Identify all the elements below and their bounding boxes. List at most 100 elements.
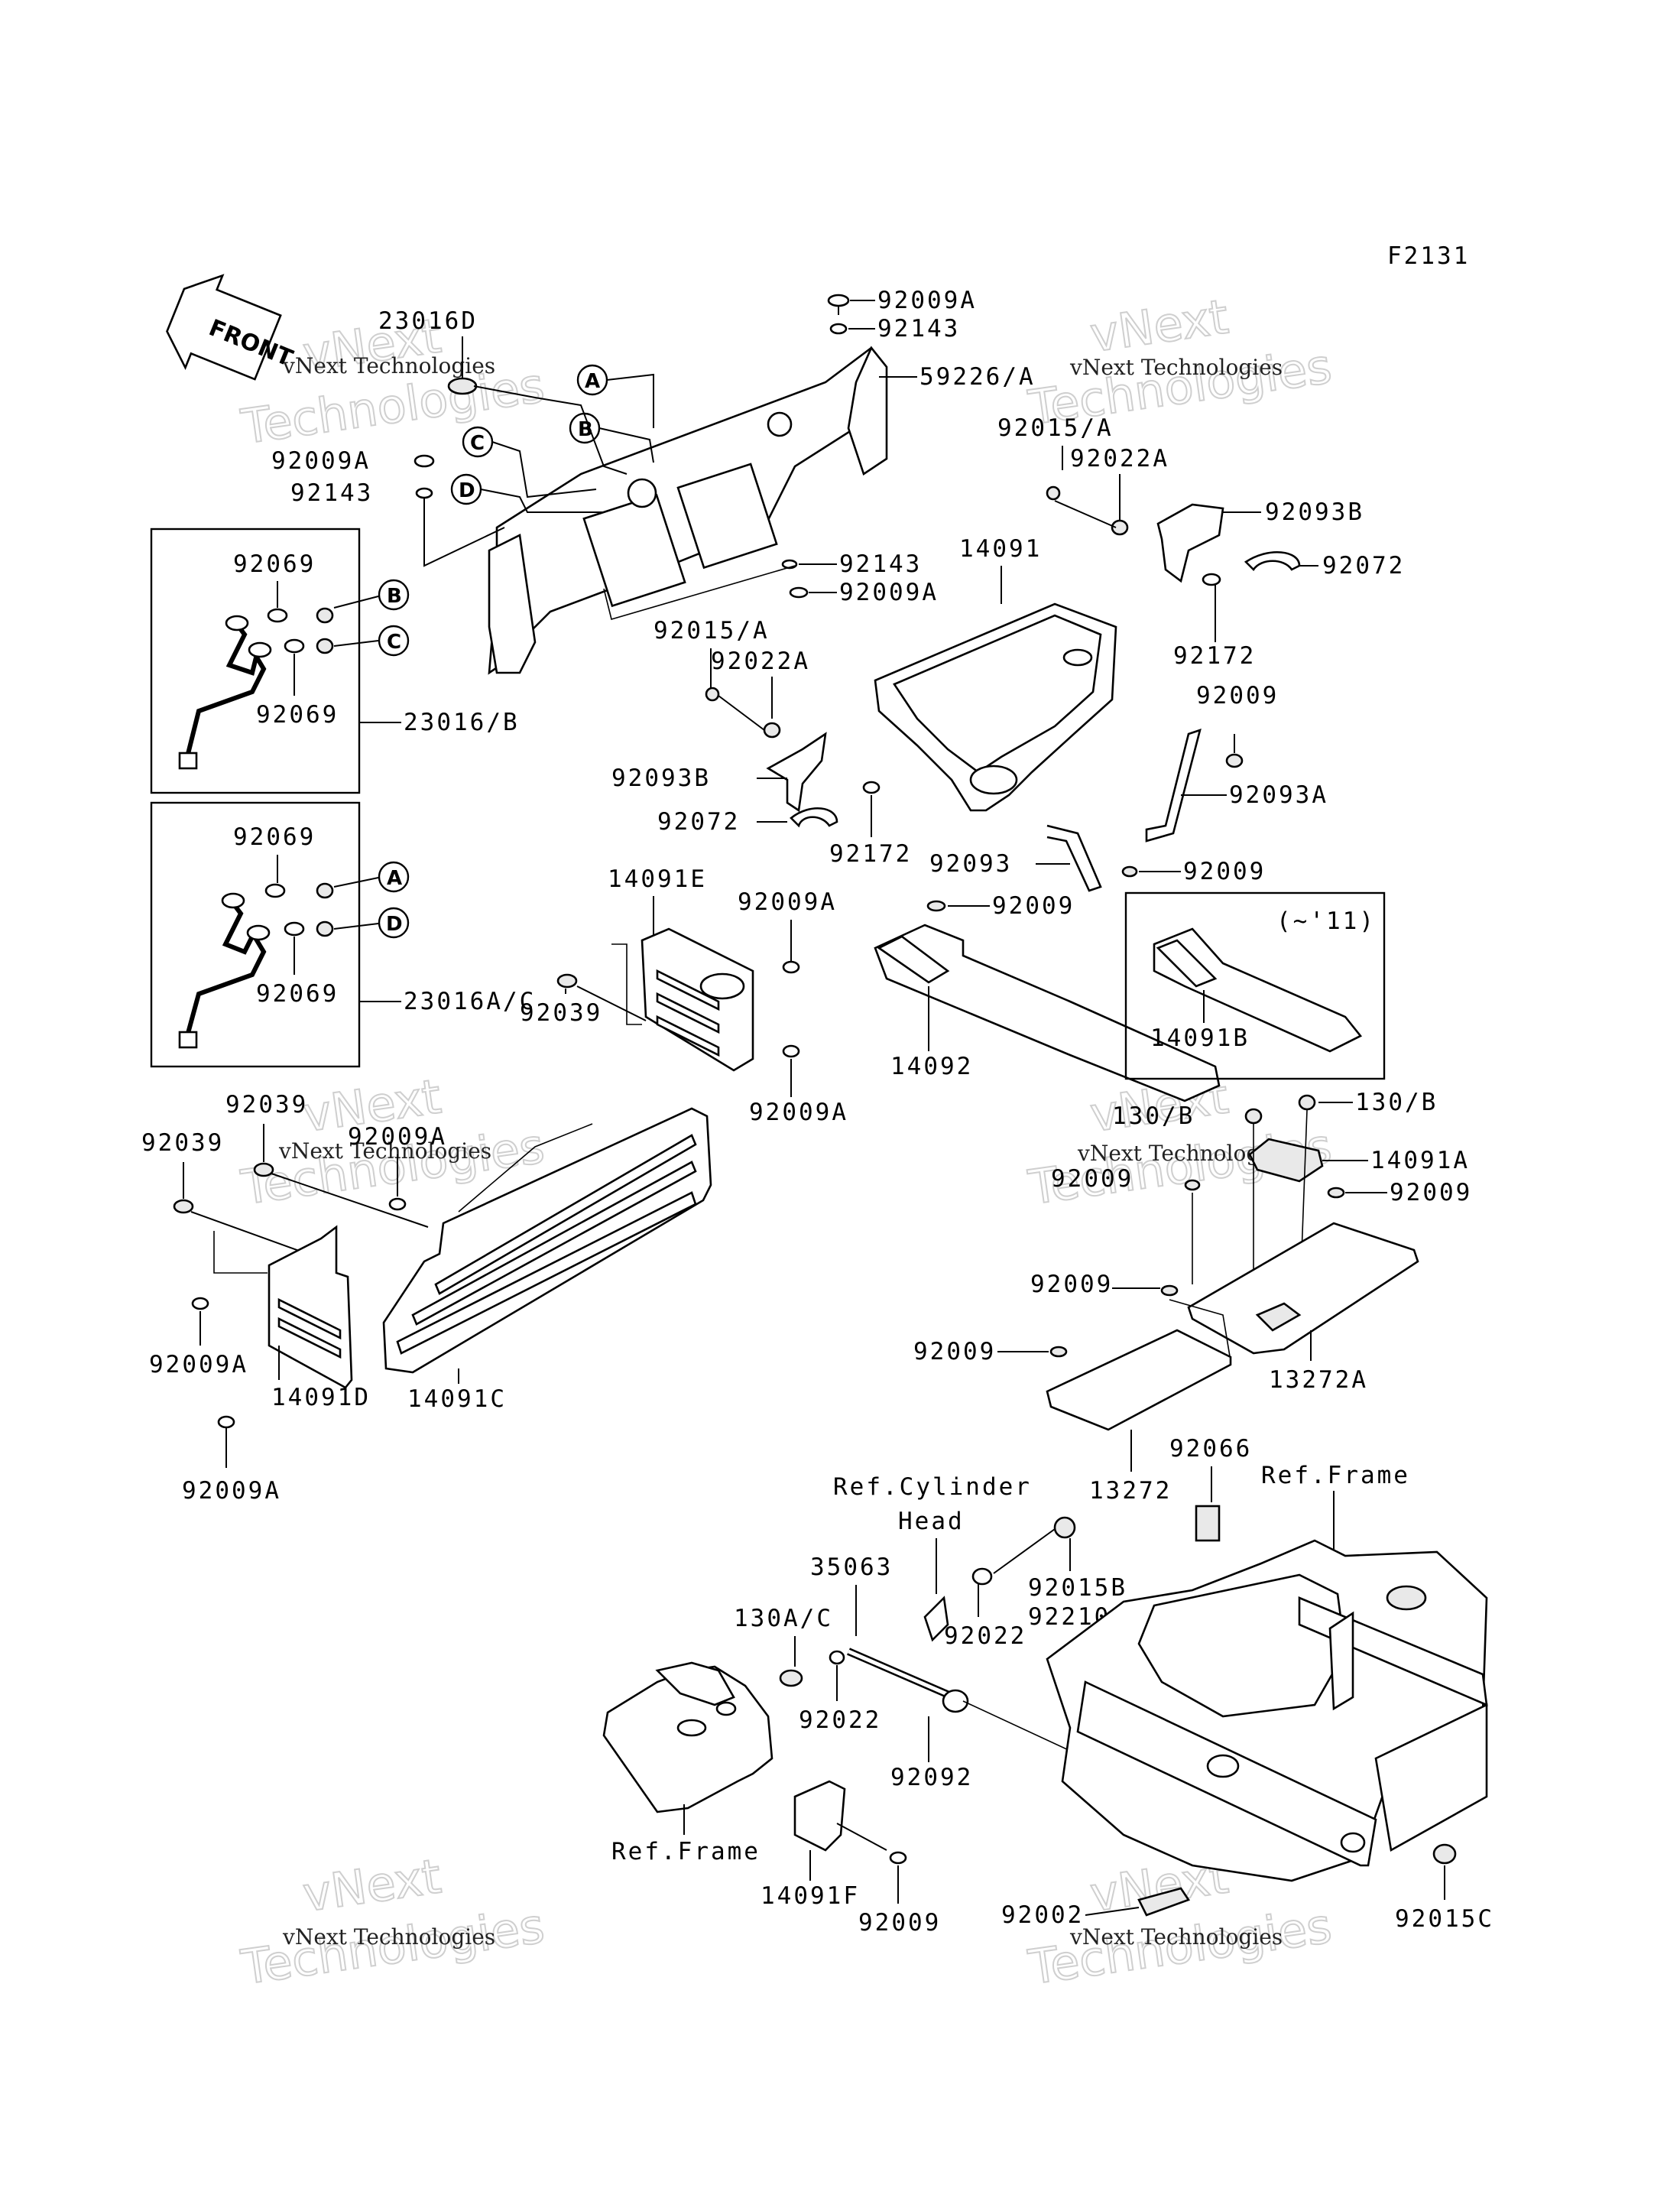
watermark-company: vNext Technologies bbox=[282, 1924, 495, 1950]
label-23016D: 23016D bbox=[378, 307, 478, 335]
harness-box-23016B bbox=[150, 528, 361, 794]
svg-text:A: A bbox=[387, 867, 402, 890]
label-ref-cylinder: Ref.Cylinder bbox=[833, 1473, 1032, 1501]
bolt-92002 bbox=[1137, 1887, 1190, 1917]
label-92072: 92072 bbox=[657, 808, 740, 836]
clamp-92072-mid bbox=[790, 807, 838, 828]
bolt-92172-right bbox=[1202, 573, 1221, 586]
label-14091C: 14091C bbox=[407, 1385, 507, 1413]
cap-92069 bbox=[267, 608, 288, 623]
bolt-92009 bbox=[1121, 865, 1138, 878]
connector-B bbox=[316, 607, 334, 624]
bolt-92009 bbox=[926, 900, 946, 912]
leader bbox=[718, 695, 765, 731]
svg-text:C: C bbox=[387, 631, 401, 654]
label-92172: 92172 bbox=[1173, 642, 1256, 670]
leader bbox=[603, 565, 796, 621]
label-59226A: 59226/A bbox=[919, 363, 1036, 391]
label-92072: 92072 bbox=[1322, 552, 1405, 580]
plate-13272 bbox=[1046, 1329, 1232, 1431]
label-14092: 14092 bbox=[890, 1053, 973, 1080]
tray-14092 bbox=[874, 924, 1221, 1102]
diagram-code: F2131 bbox=[1387, 242, 1470, 270]
washer-92143-left bbox=[415, 487, 433, 499]
leader bbox=[458, 1123, 593, 1213]
label-92009A: 92009A bbox=[749, 1099, 848, 1126]
label-92009A: 92009A bbox=[348, 1123, 447, 1151]
watermark-company: vNext Technologies bbox=[1069, 355, 1283, 380]
fastener-92009A bbox=[388, 1197, 407, 1211]
label-92009: 92009 bbox=[1030, 1271, 1113, 1298]
inset-label: (~'11) bbox=[1276, 907, 1376, 935]
label-92143: 92143 bbox=[839, 550, 922, 578]
label-92009: 92009 bbox=[1390, 1179, 1472, 1206]
callout-A-box2: A bbox=[333, 861, 410, 893]
fastener-92009A bbox=[782, 1044, 800, 1058]
bracket-92093B-right bbox=[1156, 503, 1224, 583]
bolt-130B bbox=[1298, 1094, 1316, 1111]
label-92009A: 92009A bbox=[738, 888, 837, 916]
callout-D-top: D bbox=[450, 473, 604, 513]
svg-text:D: D bbox=[386, 913, 403, 936]
bolt-92039 bbox=[556, 973, 578, 989]
stay-92093A bbox=[1145, 729, 1202, 843]
label-92022A: 92022A bbox=[1070, 445, 1169, 472]
label-23016B: 23016/B bbox=[404, 709, 520, 736]
label-14091F: 14091F bbox=[761, 1882, 860, 1910]
label-92039: 92039 bbox=[520, 999, 602, 1027]
label-92093: 92093 bbox=[929, 850, 1012, 878]
washer-92143-top bbox=[829, 323, 848, 335]
bushing-92092 bbox=[942, 1689, 969, 1713]
rod-35063 bbox=[847, 1596, 965, 1705]
label-ref-frame: Ref.Frame bbox=[611, 1838, 761, 1865]
nut-92015A bbox=[705, 687, 720, 702]
plate-14091E bbox=[641, 927, 754, 1072]
fastener-92009A-top bbox=[827, 294, 850, 315]
label-92092: 92092 bbox=[890, 1764, 973, 1791]
label-92143: 92143 bbox=[877, 315, 960, 343]
label-14091B: 14091B bbox=[1150, 1024, 1250, 1052]
label-92093B: 92093B bbox=[611, 765, 711, 792]
label-92039: 92039 bbox=[141, 1129, 224, 1157]
label-92009: 92009 bbox=[1183, 858, 1266, 885]
nut-92015B bbox=[1053, 1516, 1076, 1539]
label-92022A: 92022A bbox=[711, 648, 810, 675]
callout-B-box1: B bbox=[333, 579, 410, 611]
washer-92022A bbox=[1111, 519, 1129, 536]
callout-A-top: A bbox=[576, 364, 654, 428]
panel-14091D bbox=[268, 1225, 353, 1389]
cap-92069 bbox=[284, 638, 305, 654]
label-92069: 92069 bbox=[256, 701, 339, 729]
frame-assembly bbox=[1046, 1539, 1488, 1882]
label-92015B: 92015B bbox=[1028, 1574, 1127, 1602]
label-92009A: 92009A bbox=[877, 287, 977, 314]
connector-A bbox=[316, 882, 334, 899]
label-92069: 92069 bbox=[233, 823, 316, 851]
label-92015A: 92015/A bbox=[654, 617, 770, 644]
label-130AC: 130A/C bbox=[734, 1605, 833, 1632]
bolt-92009 bbox=[1184, 1179, 1201, 1191]
label-92009A: 92009A bbox=[839, 579, 939, 606]
stay-92093 bbox=[1046, 824, 1102, 892]
leader bbox=[993, 1528, 1056, 1574]
callout-D-box2: D bbox=[333, 907, 410, 939]
fastener-92009A-mid bbox=[789, 586, 809, 599]
bolt-92039 bbox=[173, 1199, 194, 1214]
label-92069: 92069 bbox=[256, 980, 339, 1008]
leader bbox=[423, 498, 505, 567]
leader bbox=[271, 1173, 429, 1228]
label-23016AC: 23016A/C bbox=[404, 988, 536, 1015]
bolt-130B bbox=[1244, 1108, 1263, 1125]
label-92066: 92066 bbox=[1169, 1435, 1252, 1463]
label-ref-cylinder-head: Head bbox=[898, 1508, 965, 1535]
fastener-92009A bbox=[191, 1297, 209, 1310]
clamp-92072-right bbox=[1244, 551, 1301, 572]
connector-D bbox=[316, 920, 334, 937]
inset-box-14091B bbox=[1124, 891, 1386, 1080]
bracket-92093B-mid bbox=[766, 732, 827, 813]
label-92039: 92039 bbox=[225, 1091, 308, 1118]
callout-C-box1: C bbox=[333, 625, 410, 657]
label-14091A: 14091A bbox=[1370, 1147, 1470, 1174]
bracket-14091F bbox=[793, 1780, 846, 1852]
